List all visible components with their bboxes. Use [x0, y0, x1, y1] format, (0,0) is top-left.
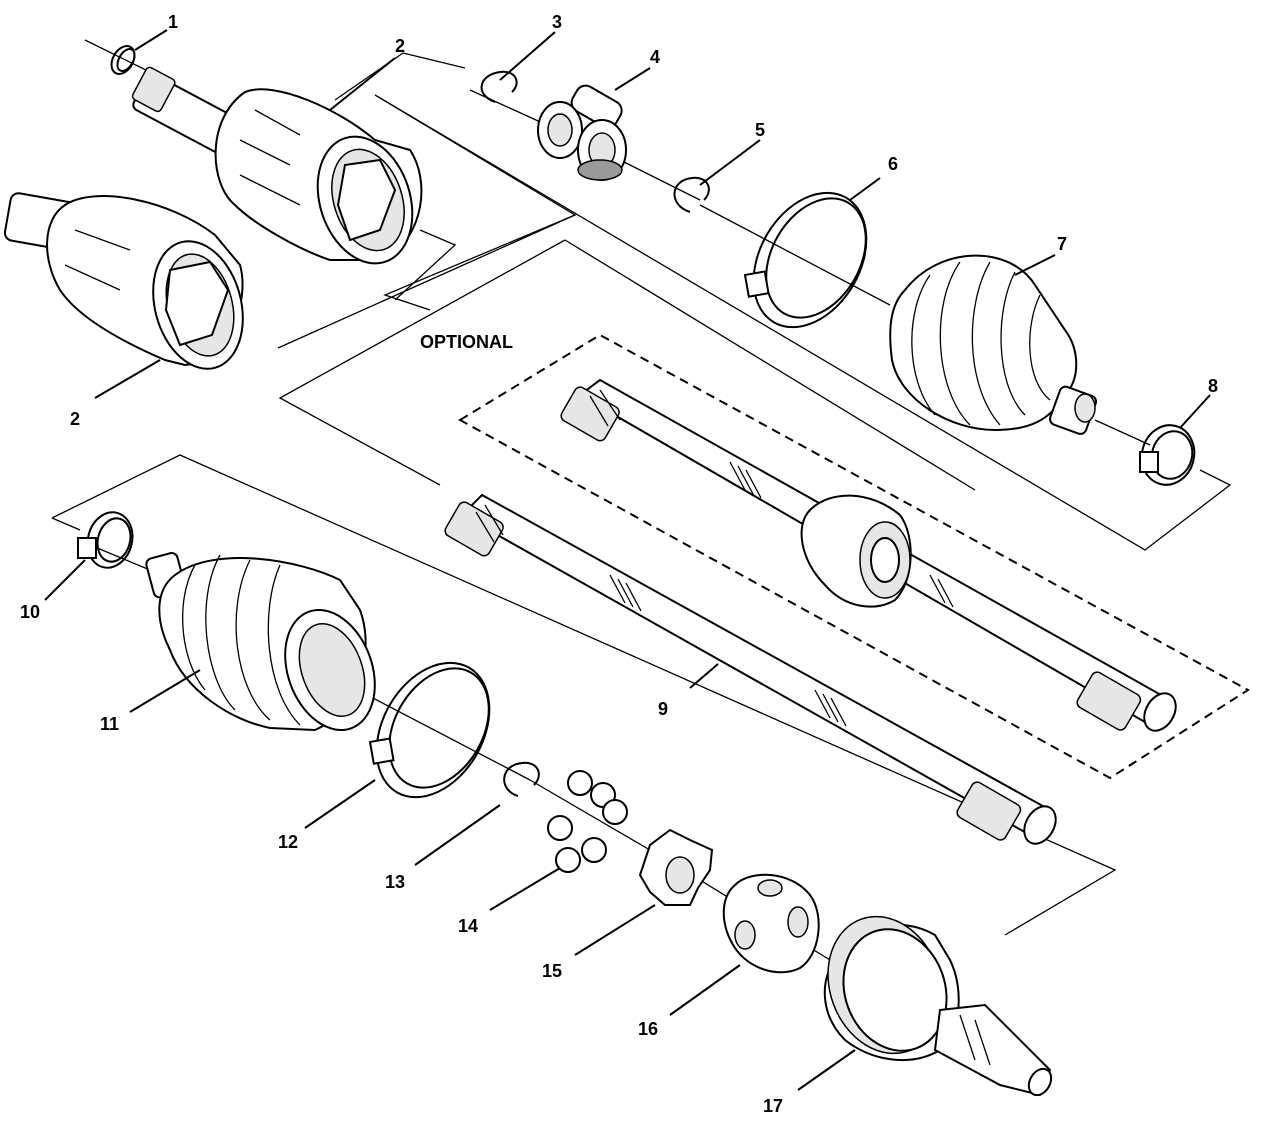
circlip-5 [673, 176, 710, 213]
callout-5: 5 [755, 120, 765, 140]
callout-1: 1 [168, 12, 178, 32]
snap-ring-1 [110, 45, 136, 75]
callout-6: 6 [888, 154, 898, 174]
callout-7: 7 [1057, 234, 1067, 254]
inner-race-15 [638, 828, 714, 906]
boot-clamp-12 [368, 661, 491, 799]
callout-11: 11 [100, 714, 119, 734]
callout-17: 17 [763, 1096, 783, 1116]
callout-3: 3 [552, 12, 562, 32]
callout-16: 16 [638, 1019, 658, 1039]
outer-cv-joint-17 [823, 915, 1053, 1097]
callout-13: 13 [385, 872, 405, 892]
ball-cage-16 [722, 873, 820, 974]
callout-numbers: 1 2 2 3 4 5 6 7 8 9 10 11 12 13 14 15 16… [20, 12, 1218, 1116]
callout-2-lower: 2 [70, 409, 80, 429]
upper-group-brackets [277, 52, 1232, 551]
callout-2-upper: 2 [395, 36, 405, 56]
circlip-3 [480, 70, 518, 103]
callout-8: 8 [1208, 376, 1218, 396]
bearing-balls-14 [547, 770, 628, 873]
callout-4: 4 [650, 47, 660, 67]
circlip-13 [503, 761, 540, 797]
callout-12: 12 [278, 832, 298, 852]
optional-label: OPTIONAL [420, 332, 513, 352]
inner-joint-housing-upper [131, 66, 423, 265]
callout-15: 15 [542, 961, 562, 981]
callout-14: 14 [458, 916, 478, 936]
outer-boot-11 [145, 552, 376, 732]
callout-10: 10 [20, 602, 40, 622]
boot-clamp-6 [743, 191, 868, 329]
lower-group-brackets [51, 454, 1117, 936]
boot-clamp-10 [77, 511, 134, 569]
boot-clamp-8 [1139, 424, 1196, 486]
inner-boot-7 [889, 254, 1098, 435]
callout-9: 9 [658, 699, 668, 719]
inner-joint-housing-lower [3, 192, 244, 370]
tripod-spider-4 [537, 84, 627, 181]
optional-axle-shaft-with-bearing [560, 378, 1177, 732]
optional-dashed-box [458, 333, 1250, 780]
axle-shaft-9 [444, 493, 1057, 845]
callout-leader-lines [44, 29, 1211, 1091]
